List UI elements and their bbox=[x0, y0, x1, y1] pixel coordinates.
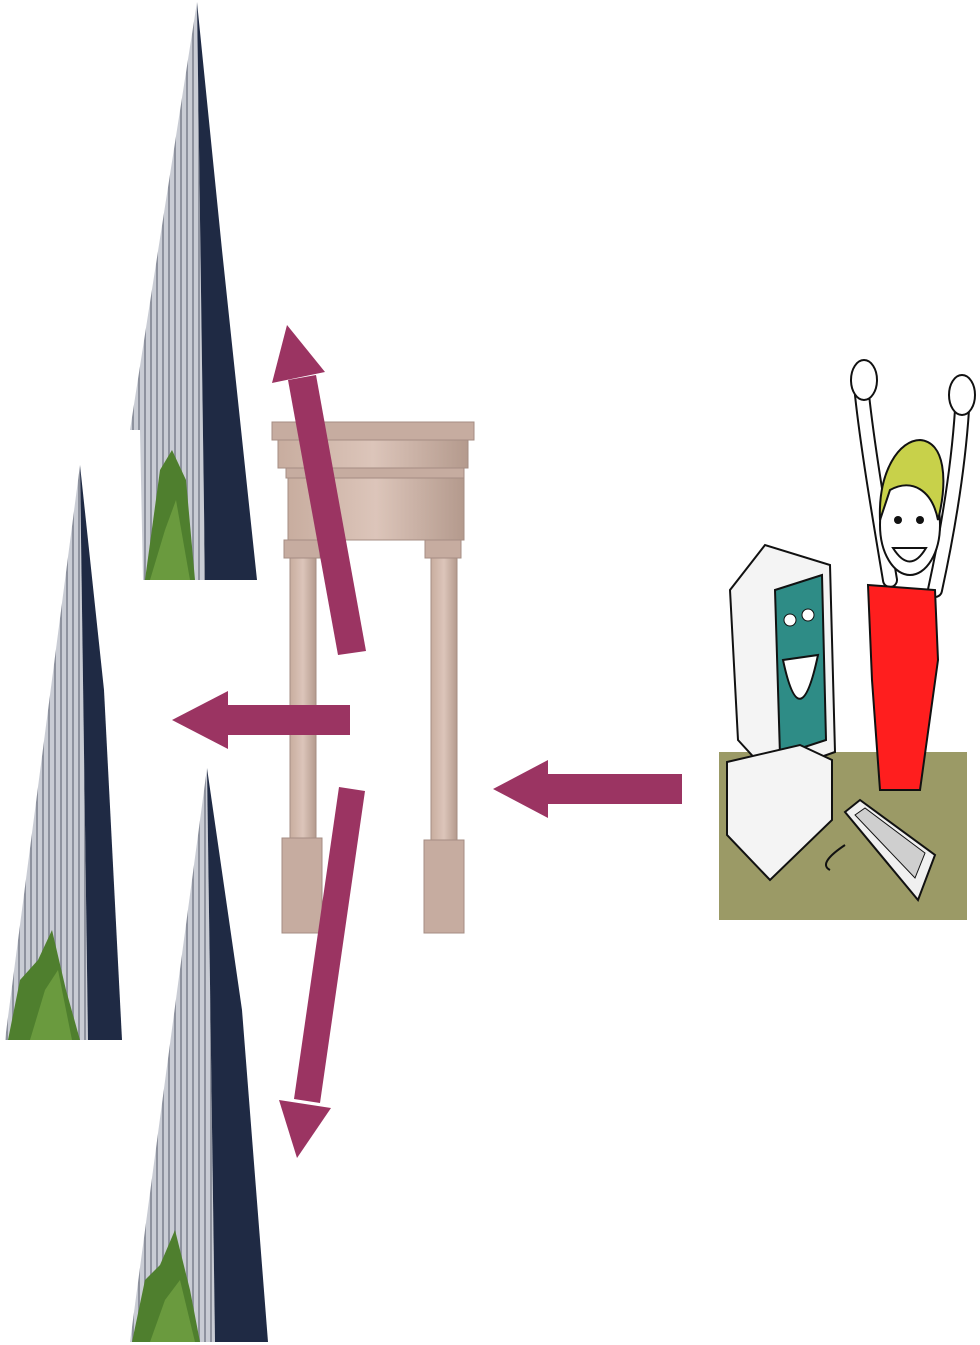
skyscraper-icon-bottom bbox=[130, 768, 268, 1342]
arrow-gateway-to-left-building bbox=[172, 691, 350, 749]
arrow-user-to-gateway bbox=[493, 760, 682, 818]
stone-gateway-icon bbox=[272, 422, 474, 933]
skyscraper-icon-left bbox=[5, 465, 122, 1040]
cheering-user-at-computer-icon bbox=[719, 360, 975, 920]
skyscraper-icon-top bbox=[130, 2, 257, 580]
